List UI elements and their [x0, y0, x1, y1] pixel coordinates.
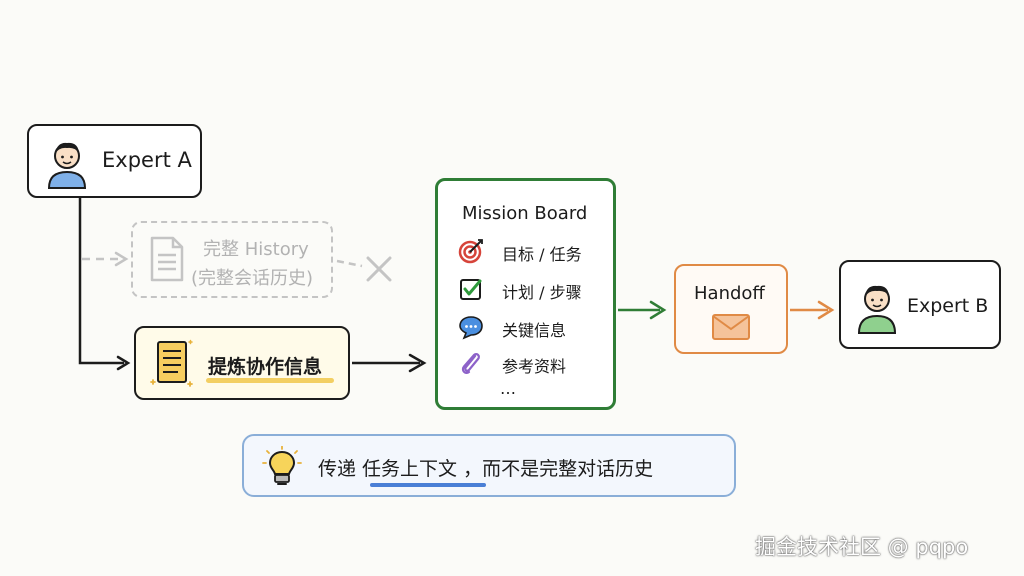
reject-x-icon — [366, 256, 392, 282]
extract-label: 提炼协作信息 — [208, 356, 323, 378]
history-node: 完整 History (完整会话历史) — [131, 221, 333, 298]
mission-board: Mission Board 目标 / 任务 计划 / 步骤 关键信息 — [435, 178, 616, 410]
history-title: 完整 History — [203, 239, 309, 260]
arrowhead-board-to-handoff — [649, 300, 667, 320]
board-more-ellipsis: … — [500, 379, 516, 398]
trunk-line — [78, 198, 124, 365]
handoff-label: Handoff — [694, 283, 765, 304]
paperclip-icon — [461, 353, 480, 374]
person-avatar-icon — [857, 285, 897, 334]
board-item-info-label: 关键信息 — [502, 321, 567, 340]
person-avatar-icon — [47, 142, 87, 189]
expert-b-label: Expert B — [907, 295, 989, 317]
note-text: 传递 任务上下文 ，而不是完整对话历史 — [318, 458, 654, 480]
document-icon — [150, 236, 184, 282]
board-item-plan-label: 计划 / 步骤 — [502, 283, 582, 302]
watermark: 掘金技术社区 @ pqpo — [755, 535, 969, 559]
note-underline — [370, 483, 486, 487]
expert-a-node: Expert A — [27, 124, 202, 198]
extract-node: 提炼协作信息 — [134, 326, 350, 400]
arrow-to-extract — [116, 355, 131, 371]
mission-board-title: Mission Board — [462, 203, 588, 224]
checkbox-icon — [460, 279, 482, 300]
highlight-stroke — [206, 378, 334, 383]
arrow-to-history — [114, 251, 129, 267]
board-item-refs-label: 参考资料 — [502, 357, 567, 376]
arrowhead-extract-to-board — [408, 353, 427, 373]
history-subtitle: (完整会话历史) — [191, 268, 314, 289]
dashed-history-to-x — [336, 259, 363, 268]
expert-a-label: Expert A — [102, 148, 192, 172]
board-item-goal-label: 目标 / 任务 — [502, 245, 582, 264]
chat-bubble-icon — [459, 316, 483, 340]
expert-b-node: Expert B — [839, 260, 1001, 349]
envelope-icon — [712, 314, 750, 340]
notepad-icon — [150, 339, 193, 387]
target-icon — [458, 239, 483, 264]
arrowhead-handoff-to-expert-b — [817, 300, 835, 320]
lightbulb-icon — [262, 446, 302, 485]
key-insight-note: 传递 任务上下文 ，而不是完整对话历史 — [242, 434, 736, 497]
handoff-node: Handoff — [674, 264, 788, 354]
